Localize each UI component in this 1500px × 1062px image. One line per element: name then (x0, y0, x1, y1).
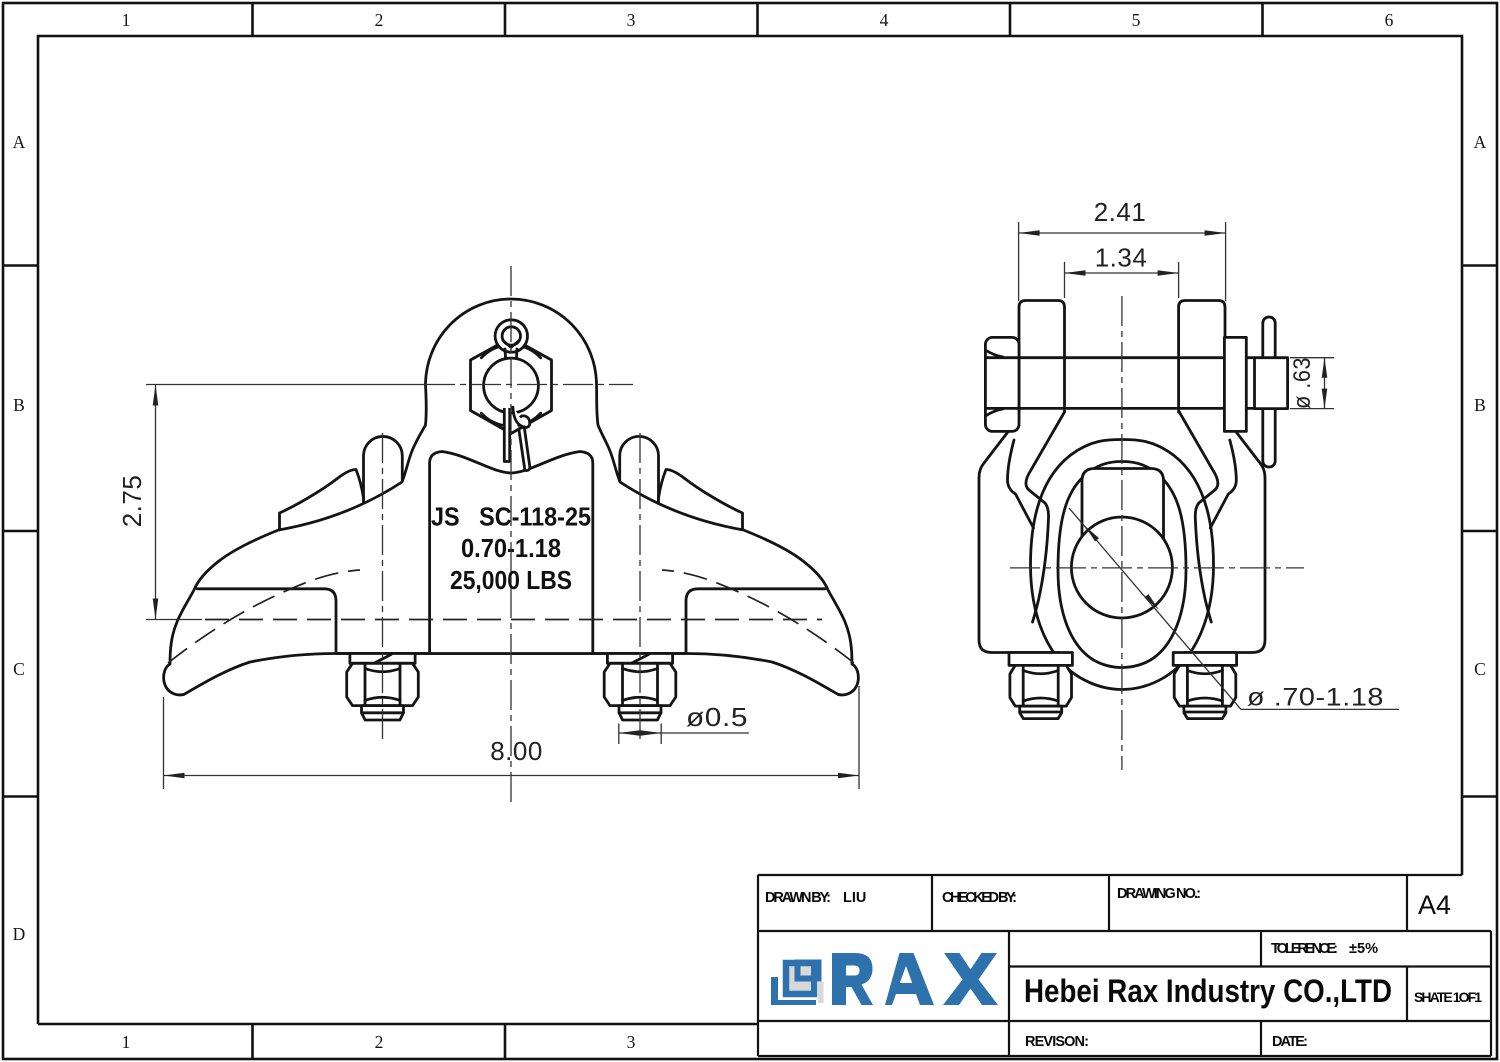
svg-text:ø .63: ø .63 (1289, 357, 1316, 409)
svg-text:1.34: 1.34 (1095, 243, 1148, 273)
svg-text:TOLERENCE:: TOLERENCE: (1271, 941, 1338, 957)
svg-text:±5%: ±5% (1349, 941, 1378, 957)
svg-text:5: 5 (1132, 10, 1141, 30)
svg-text:REVISON:: REVISON: (1025, 1034, 1089, 1050)
svg-text:2: 2 (375, 10, 384, 30)
svg-text:SHATE 1OF1: SHATE 1OF1 (1414, 989, 1482, 1005)
svg-text:C: C (13, 659, 25, 679)
svg-text:C: C (1474, 659, 1486, 679)
svg-text:Hebei Rax Industry CO.,LTD: Hebei Rax Industry CO.,LTD (1024, 973, 1392, 1009)
svg-text:4: 4 (880, 10, 889, 30)
svg-text:ø0.5: ø0.5 (686, 702, 748, 732)
svg-text:D: D (13, 924, 26, 944)
svg-text:B: B (1474, 395, 1486, 415)
svg-text:1: 1 (122, 1032, 131, 1052)
svg-text:A4: A4 (1418, 890, 1451, 920)
svg-text:3: 3 (627, 1032, 636, 1052)
svg-text:DATE:: DATE: (1272, 1034, 1308, 1050)
svg-text:B: B (13, 395, 25, 415)
svg-text:LIU: LIU (843, 890, 866, 906)
svg-text:DRAWN BY:: DRAWN BY: (765, 890, 831, 906)
svg-text:6: 6 (1385, 10, 1394, 30)
svg-text:3: 3 (627, 10, 636, 30)
svg-text:2: 2 (375, 1032, 384, 1052)
svg-text:A: A (1474, 132, 1487, 152)
svg-text:A: A (13, 132, 26, 152)
svg-text:DRAWING NO.:: DRAWING NO.: (1117, 886, 1201, 902)
svg-text:8.00: 8.00 (490, 736, 543, 766)
svg-text:1: 1 (122, 10, 131, 30)
svg-text:2.75: 2.75 (117, 475, 147, 528)
svg-text:ø .70-1.18: ø .70-1.18 (1247, 684, 1384, 712)
svg-text:2.41: 2.41 (1094, 197, 1147, 227)
svg-text:CHECKED BY:: CHECKED BY: (942, 890, 1017, 906)
